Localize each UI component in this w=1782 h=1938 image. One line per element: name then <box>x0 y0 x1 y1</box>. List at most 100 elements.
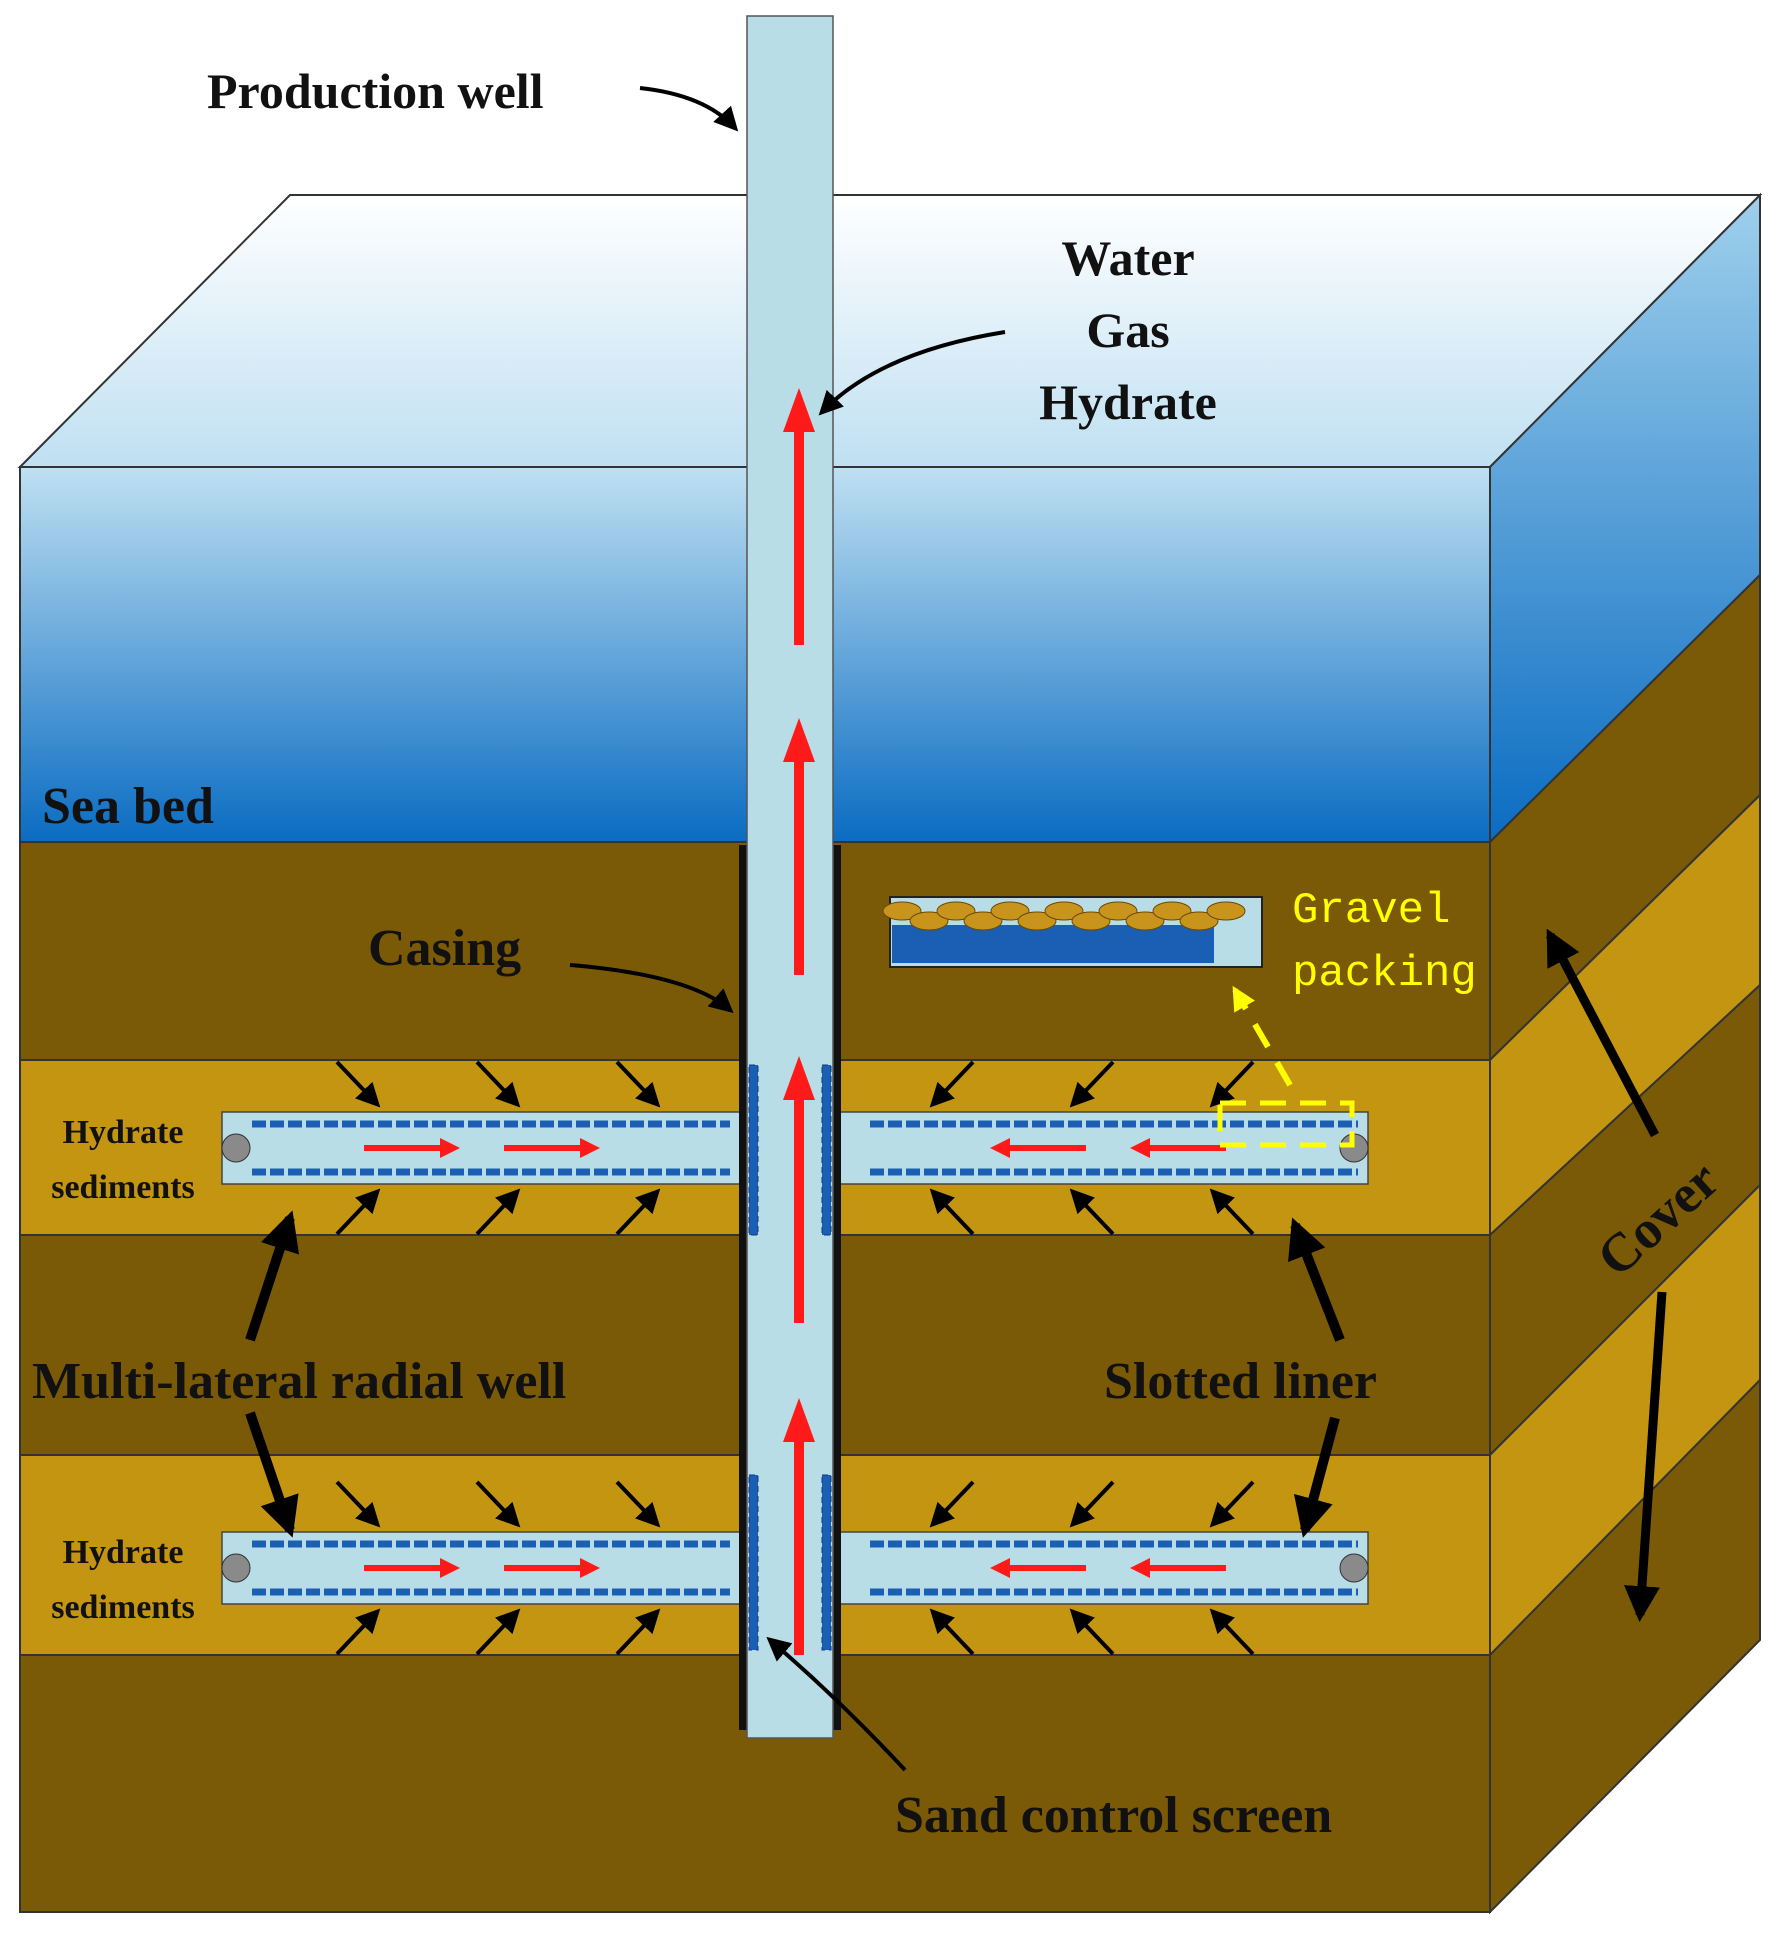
gravel-stone <box>1044 901 1084 921</box>
inflow-arrow <box>335 1188 381 1236</box>
inflow-arrow <box>1209 1608 1255 1656</box>
inflow-arrow <box>929 1060 975 1108</box>
sand-screen-pointer <box>766 1636 907 1772</box>
inflow-arrow <box>929 1480 975 1528</box>
gravel-stones <box>882 901 1246 931</box>
gravel-stone <box>1179 911 1219 931</box>
casing-wall-left <box>739 845 747 1730</box>
inflow-arrow <box>615 1480 661 1528</box>
flow-arrow-up <box>783 718 815 975</box>
gravel-stone <box>1125 911 1165 931</box>
inflow-arrow <box>335 1608 381 1656</box>
flow-arrowhead <box>990 1138 1010 1158</box>
gravel-stone <box>1098 901 1138 921</box>
cover-arrow-down <box>1623 1291 1667 1623</box>
gravel-stone <box>990 901 1030 921</box>
multilateral-pointer-up <box>245 1210 300 1342</box>
sea-top-face <box>17 194 1763 468</box>
sand-control-screen <box>748 1064 759 1236</box>
flow-arrowhead <box>440 1138 460 1158</box>
casing-label: Casing <box>368 920 521 977</box>
inflow-arrow <box>475 1188 521 1236</box>
slotted-liner-label: Slotted liner <box>1104 1353 1377 1410</box>
slotted-liner-pointer-down <box>1293 1416 1340 1538</box>
water-label: Water <box>1061 230 1194 286</box>
inflow-arrow <box>1209 1188 1255 1236</box>
inflow-arrow <box>615 1608 661 1656</box>
inflow-arrow <box>1069 1608 1115 1656</box>
inflow-arrow <box>615 1188 661 1236</box>
flow-arrow-up <box>783 1056 815 1323</box>
sea-layer <box>17 192 1763 845</box>
fluids-pointer <box>818 330 1006 416</box>
gravel-callout <box>1217 985 1355 1148</box>
sand-control-screen <box>821 1064 832 1236</box>
gravel-stone <box>882 901 922 921</box>
inflow-arrow <box>475 1608 521 1656</box>
gas-label: Gas <box>1086 302 1169 358</box>
inflow-arrow <box>1069 1188 1115 1236</box>
side-cover-3 <box>1489 1377 1761 1915</box>
hydrate-sediments-label-2b: sediments <box>51 1589 195 1626</box>
flow-arrowhead <box>1130 1558 1150 1578</box>
inflow-arrow <box>335 1060 381 1108</box>
callout-arrows <box>245 86 1667 1772</box>
sand-control-screens <box>748 1064 832 1651</box>
multi-lateral-radial-well-label: Multi-lateral radial well <box>32 1353 566 1410</box>
flow-arrowhead <box>1130 1138 1150 1158</box>
gravel-stone <box>909 911 949 931</box>
lateral-end-cap <box>221 1553 251 1583</box>
multilateral-pointer-down <box>245 1411 299 1538</box>
inflow-arrow <box>1209 1480 1255 1528</box>
sand-control-screen-label: Sand control screen <box>895 1787 1332 1844</box>
hydrate-label: Hydrate <box>1039 374 1217 430</box>
inflow-arrow <box>475 1060 521 1108</box>
flow-arrow-up <box>783 388 815 645</box>
casing-pointer <box>569 963 734 1014</box>
inflow-arrow <box>929 1188 975 1236</box>
flow-arrowhead <box>440 1558 460 1578</box>
lateral-wells <box>221 1060 1369 1656</box>
gravel-stone <box>1152 901 1192 921</box>
inflow-arrow <box>475 1480 521 1528</box>
hydrate-sediments-label-2a: Hydrate <box>63 1534 184 1571</box>
hydrate-sediments-label-1a: Hydrate <box>63 1114 184 1151</box>
inflow-arrow <box>1069 1480 1115 1528</box>
production-well-pointer <box>639 86 739 132</box>
production-well-pipe <box>746 15 834 1739</box>
gravel-stone <box>1017 911 1057 931</box>
flow-arrowhead <box>580 1558 600 1578</box>
slotted-liner-pointer-up <box>1288 1217 1345 1342</box>
gravel-stone <box>1206 901 1246 921</box>
gravel-label: Gravel <box>1292 886 1450 936</box>
production-well-label: Production well <box>207 63 544 119</box>
gravel-stone <box>936 901 976 921</box>
sand-control-screen <box>748 1474 759 1651</box>
inflow-arrow <box>615 1060 661 1108</box>
cover-arrow-up <box>1546 928 1659 1138</box>
sand-control-screen <box>821 1474 832 1651</box>
gravel-stone <box>1071 911 1111 931</box>
gravel-callout-arrow <box>1232 985 1293 1087</box>
inflow-arrow <box>929 1608 975 1656</box>
vertical-flow-arrows <box>783 388 815 1655</box>
inflow-arrow <box>1069 1060 1115 1108</box>
flow-arrowhead <box>990 1558 1010 1578</box>
flow-arrowhead <box>580 1138 600 1158</box>
casing-wall-right <box>833 845 841 1730</box>
gravel-packing-inset <box>882 896 1263 968</box>
flow-arrow-up <box>783 1398 815 1655</box>
hydrate-sediments-label-1b: sediments <box>51 1169 195 1206</box>
inflow-arrow <box>335 1480 381 1528</box>
sea-bed-label: Sea bed <box>42 778 214 835</box>
gravel-highlight-box <box>1217 1100 1355 1148</box>
packing-label: packing <box>1292 949 1477 999</box>
lateral-end-cap <box>221 1133 251 1163</box>
gravel-inset-liner <box>892 925 1214 963</box>
lateral-end-cap <box>1339 1553 1369 1583</box>
inflow-arrow <box>1209 1060 1255 1108</box>
casing <box>739 845 841 1730</box>
gravel-stone <box>963 911 1003 931</box>
